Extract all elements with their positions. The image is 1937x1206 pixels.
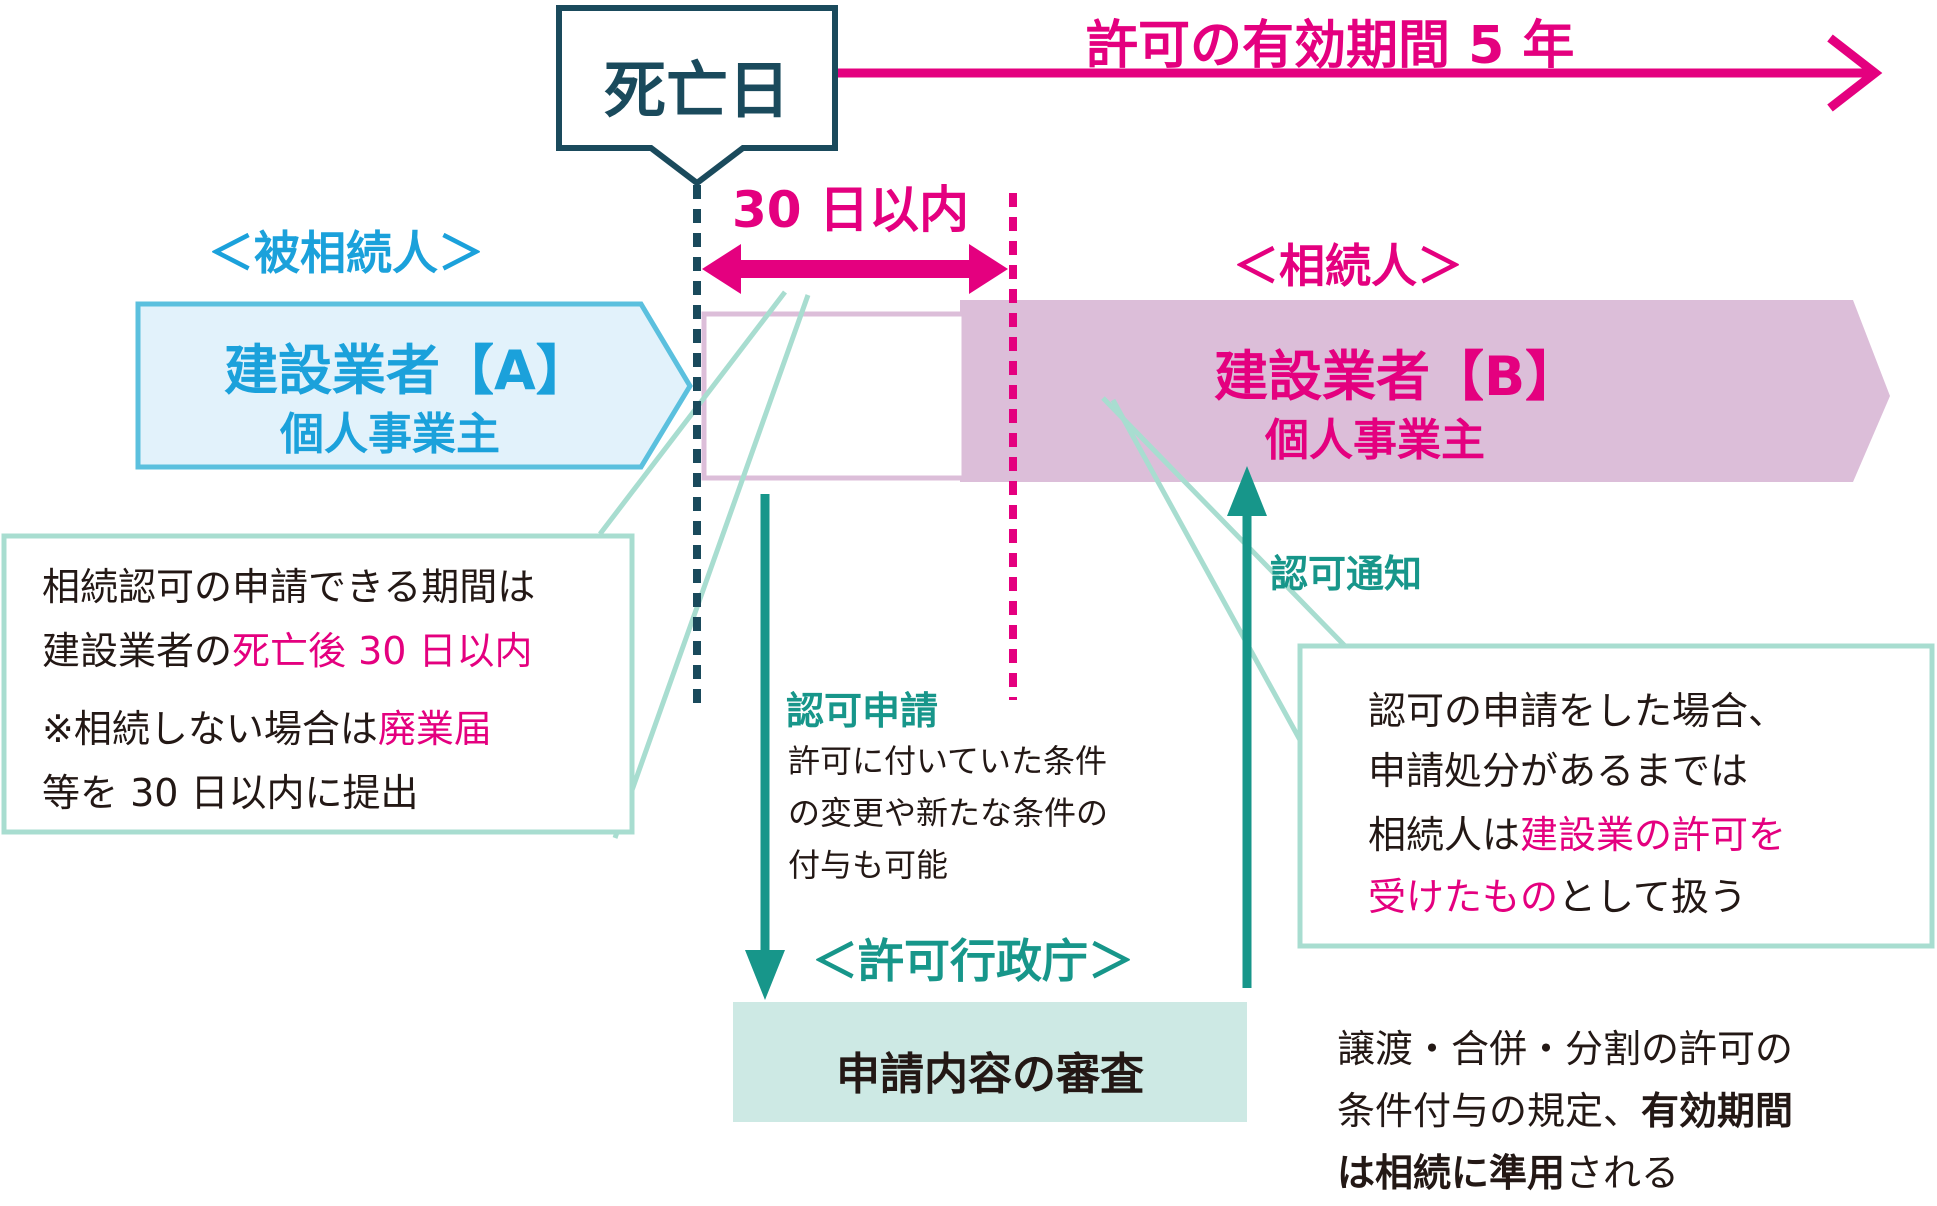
notification-arrow-head	[1227, 466, 1267, 516]
note-right-line4-suffix: として扱う	[1558, 875, 1747, 919]
within-30-days-label: 30 日以内	[732, 181, 969, 239]
validity-arrow-head	[1827, 34, 1883, 112]
notification-label: 認可通知	[1270, 552, 1423, 596]
application-arrow-head	[745, 950, 785, 1000]
note-left-box	[1, 533, 635, 835]
application-desc-line2: の変更や新たな条件の	[788, 794, 1109, 832]
review-box	[733, 1002, 1247, 1122]
validity-period-label: 許可の有効期間 5 年	[1086, 16, 1575, 76]
arrow-head-right	[969, 244, 1008, 294]
note-left-closure-highlight: 廃業届	[377, 707, 492, 751]
note-right-line3-prefix: 相続人は	[1368, 813, 1521, 857]
note-right-received-highlight: 受けたもの	[1368, 875, 1559, 919]
heir-business: 建設業者【B】	[1214, 345, 1580, 408]
note-right-line2: 申請処分があるまでは	[1368, 749, 1749, 793]
decedent-box	[135, 301, 693, 470]
note-left-line1: 相続認可の申請できる期間は	[42, 565, 536, 609]
footer-line2-prefix: 条件付与の規定、	[1337, 1089, 1642, 1133]
note-left-line2: 建設業者の死亡後 30 日以内	[42, 620, 533, 675]
decedent-type: 個人事業主	[280, 409, 500, 460]
application-desc-line1: 許可に付いていた条件	[788, 742, 1108, 780]
note-left-deadline-highlight: 死亡後 30 日以内	[232, 629, 533, 673]
note-left-line3: ※相続しない場合は廃業届	[42, 698, 492, 753]
application-desc-line3: 付与も可能	[788, 846, 949, 884]
note-right-line3: 相続人は建設業の許可を	[1368, 804, 1786, 859]
footer-line3: は相続に準用される	[1337, 1142, 1679, 1197]
footer-line3-suffix: される	[1565, 1151, 1680, 1195]
note-right-line4: 受けたものとして扱う	[1368, 866, 1747, 921]
heir-band	[960, 300, 1890, 482]
note-right-box	[1297, 643, 1935, 949]
footer-line1: 譲渡・合併・分割の許可の	[1337, 1027, 1794, 1071]
note-left-line2-prefix: 建設業者の	[42, 629, 233, 673]
authority-heading: ＜許可行政庁＞	[812, 934, 1134, 988]
application-label: 認可申請	[786, 689, 939, 733]
note-right-line1: 認可の申請をした場合、	[1368, 689, 1787, 733]
review-label: 申請内容の審査	[836, 1049, 1144, 1100]
death-day-box	[556, 5, 838, 187]
footer-validity-bold: 有効期間	[1641, 1089, 1794, 1133]
transition-box	[701, 311, 967, 481]
note-left-line3-prefix: ※相続しない場合は	[42, 707, 378, 751]
note-left-line4: 等を 30 日以内に提出	[42, 771, 419, 815]
heir-heading: ＜相続人＞	[1233, 239, 1463, 293]
heir-type: 個人事業主	[1265, 415, 1485, 466]
decedent-heading: ＜被相続人＞	[208, 226, 484, 280]
decedent-business: 建設業者【A】	[224, 339, 590, 402]
footer-inheritance-bold: は相続に準用	[1337, 1151, 1566, 1195]
footer-line2: 条件付与の規定、有効期間	[1337, 1080, 1793, 1135]
note-right-permit-highlight: 建設業の許可を	[1520, 813, 1787, 857]
death-day-label: 死亡日	[603, 54, 790, 127]
arrow-head-left	[702, 244, 741, 294]
